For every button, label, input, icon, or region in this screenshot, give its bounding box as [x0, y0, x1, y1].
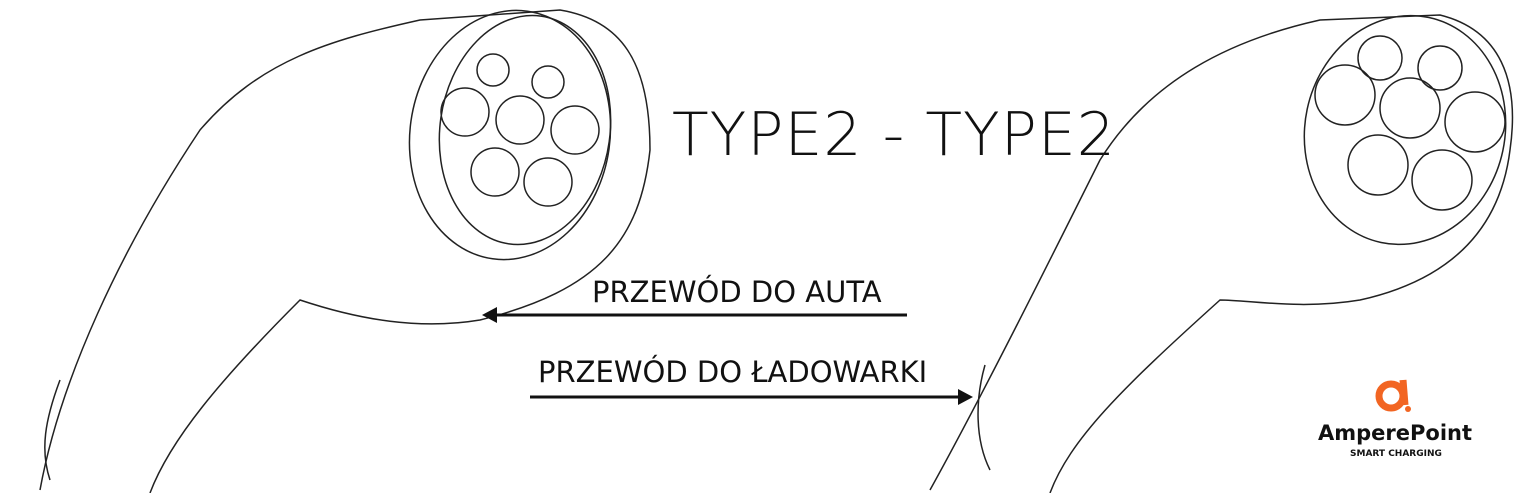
left-connector-drawing: [39, 9, 651, 493]
right-connector-drawing: [929, 14, 1514, 493]
logo-name: AmperePoint: [1318, 421, 1473, 445]
charger-cable-label: PRZEWÓD DO ŁADOWARKI: [538, 355, 928, 389]
arrows: [482, 307, 973, 405]
page-title: TYPE2 - TYPE2: [672, 100, 1116, 170]
car-cable-label: PRZEWÓD DO AUTA: [592, 275, 882, 309]
ampere-point-logo-icon: [1375, 379, 1411, 412]
logo-tagline: SMART CHARGING: [1350, 449, 1442, 459]
